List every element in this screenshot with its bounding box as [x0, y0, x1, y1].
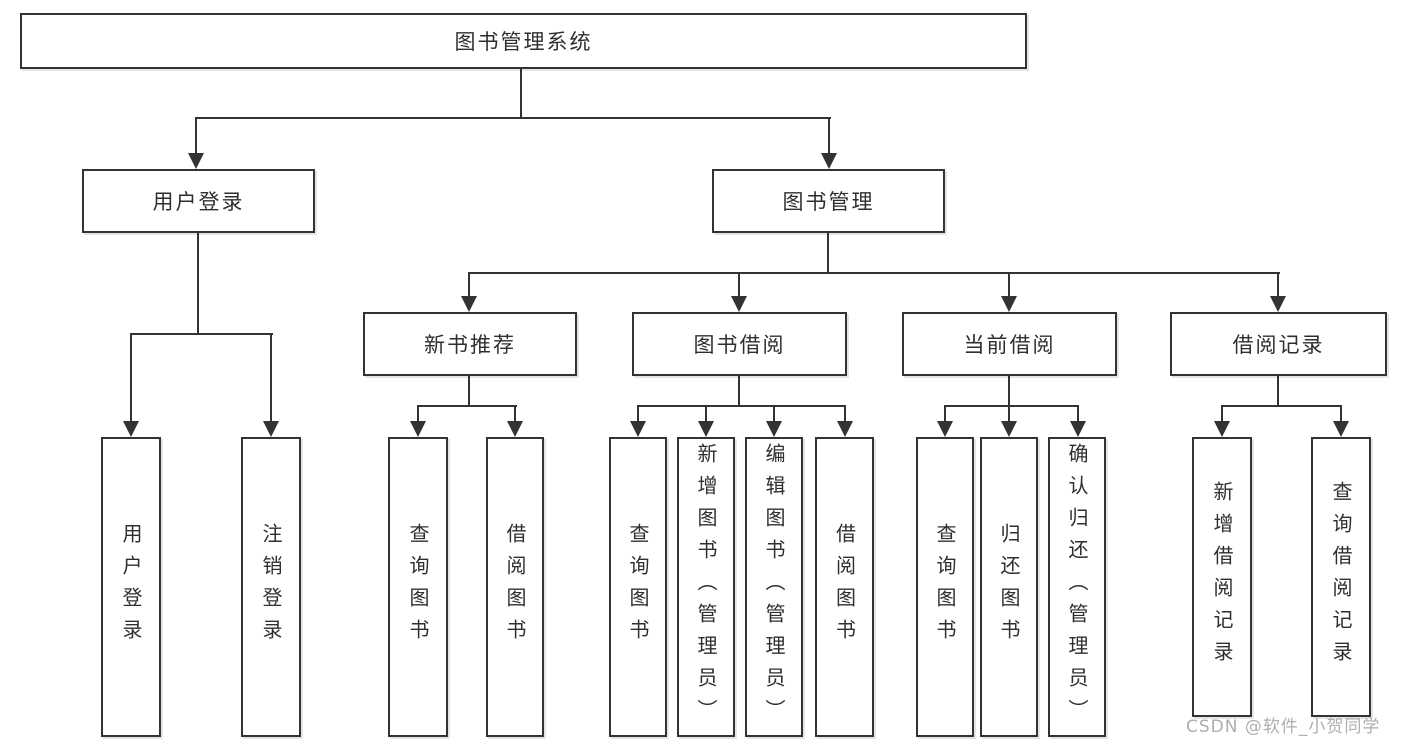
- arrowhead-icon: [731, 296, 747, 312]
- leaf-user-login: 用户登录: [101, 437, 161, 737]
- arrowhead-icon: [937, 421, 953, 437]
- leaf-logout: 注销登录: [241, 437, 301, 737]
- arrowhead-icon: [461, 296, 477, 312]
- connector-stem: [738, 272, 740, 298]
- leaf-borrowing-edit-book-admin: 编辑图书（管理员）: [745, 437, 803, 737]
- connector-split: [417, 405, 517, 407]
- connector-stem: [514, 405, 516, 422]
- connector-drop: [1277, 376, 1279, 406]
- connector-split: [130, 333, 273, 335]
- connector-drop: [468, 376, 470, 406]
- leaf-current-query-books: 查询图书: [916, 437, 974, 737]
- arrowhead-icon: [630, 421, 646, 437]
- arrowhead-icon: [837, 421, 853, 437]
- leaf-recommend-borrow-books: 借阅图书: [486, 437, 544, 737]
- arrowhead-icon: [698, 421, 714, 437]
- arrowhead-icon: [1001, 296, 1017, 312]
- leaf-label: 借阅图书: [503, 523, 527, 651]
- connector-split: [1221, 405, 1342, 407]
- node-library-management-system: 图书管理系统: [20, 13, 1027, 69]
- arrowhead-icon: [123, 421, 139, 437]
- arrowhead-icon: [188, 153, 204, 169]
- connector-split: [637, 405, 846, 407]
- leaf-records-query-record: 查询借阅记录: [1311, 437, 1371, 717]
- connector-stem: [828, 117, 830, 154]
- node-book-management: 图书管理: [712, 169, 945, 233]
- node-label: 图书管理: [782, 190, 875, 214]
- connector-branch-drop: [197, 233, 199, 334]
- node-borrowing-records: 借阅记录: [1170, 312, 1387, 376]
- connector-drop: [738, 376, 740, 406]
- connector-stem: [1077, 405, 1079, 422]
- leaf-current-confirm-return-admin: 确认归还（管理员）: [1048, 437, 1106, 737]
- connector-stem: [270, 333, 272, 423]
- connector-split: [944, 405, 1079, 407]
- connector-stem: [773, 405, 775, 422]
- leaf-borrowing-query-books: 查询图书: [609, 437, 667, 737]
- connector-root-drop: [520, 69, 522, 118]
- leaf-records-add-record: 新增借阅记录: [1192, 437, 1252, 717]
- node-book-borrowing: 图书借阅: [632, 312, 847, 376]
- connector-stem: [130, 333, 132, 423]
- leaf-label: 确认归还（管理员）: [1065, 443, 1089, 731]
- connector-stem: [1008, 272, 1010, 298]
- connector-branch-drop: [827, 233, 829, 274]
- node-label: 用户登录: [152, 190, 245, 214]
- arrowhead-icon: [263, 421, 279, 437]
- node-label: 图书管理系统: [454, 30, 593, 54]
- leaf-label: 查询借阅记录: [1329, 481, 1353, 673]
- connector-stem: [1221, 405, 1223, 422]
- connector-stem: [637, 405, 639, 422]
- node-label: 新书推荐: [424, 333, 516, 357]
- arrowhead-icon: [507, 421, 523, 437]
- watermark-text: CSDN @软件_小贺同学: [1186, 717, 1381, 737]
- leaf-borrowing-borrow-books: 借阅图书: [815, 437, 874, 737]
- node-label: 借阅记录: [1232, 333, 1325, 357]
- leaf-label: 新增借阅记录: [1210, 481, 1234, 673]
- arrowhead-icon: [821, 153, 837, 169]
- leaf-borrowing-add-book-admin: 新增图书（管理员）: [677, 437, 735, 737]
- node-new-book-recommendation: 新书推荐: [363, 312, 577, 376]
- connector-level1-split: [195, 117, 831, 119]
- connector-stem: [1277, 272, 1279, 298]
- leaf-label: 借阅图书: [832, 523, 857, 651]
- leaf-recommend-query-books: 查询图书: [388, 437, 448, 737]
- connector-stem: [944, 405, 946, 422]
- leaf-current-return-books: 归还图书: [980, 437, 1038, 737]
- arrowhead-icon: [1001, 421, 1017, 437]
- connector-stem: [1340, 405, 1342, 422]
- connector-split: [468, 272, 1280, 274]
- leaf-label: 归还图书: [997, 523, 1021, 651]
- arrowhead-icon: [1214, 421, 1230, 437]
- arrowhead-icon: [1070, 421, 1086, 437]
- leaf-label: 编辑图书（管理员）: [762, 443, 786, 731]
- connector-drop: [1008, 376, 1010, 406]
- node-user-login: 用户登录: [82, 169, 315, 233]
- connector-stem: [468, 272, 470, 298]
- node-label: 图书借阅: [693, 333, 786, 357]
- node-label: 当前借阅: [963, 333, 1056, 357]
- connector-stem: [195, 117, 197, 154]
- connector-stem: [844, 405, 846, 422]
- leaf-label: 注销登录: [259, 523, 283, 651]
- arrowhead-icon: [410, 421, 426, 437]
- connector-stem: [1008, 405, 1010, 422]
- connector-stem: [417, 405, 419, 422]
- leaf-label: 查询图书: [406, 523, 430, 651]
- connector-stem: [705, 405, 707, 422]
- arrowhead-icon: [766, 421, 782, 437]
- leaf-label: 用户登录: [119, 523, 143, 651]
- node-current-borrowing: 当前借阅: [902, 312, 1117, 376]
- leaf-label: 查询图书: [626, 523, 650, 651]
- arrowhead-icon: [1333, 421, 1349, 437]
- leaf-label: 查询图书: [933, 523, 957, 651]
- leaf-label: 新增图书（管理员）: [694, 443, 718, 731]
- arrowhead-icon: [1270, 296, 1286, 312]
